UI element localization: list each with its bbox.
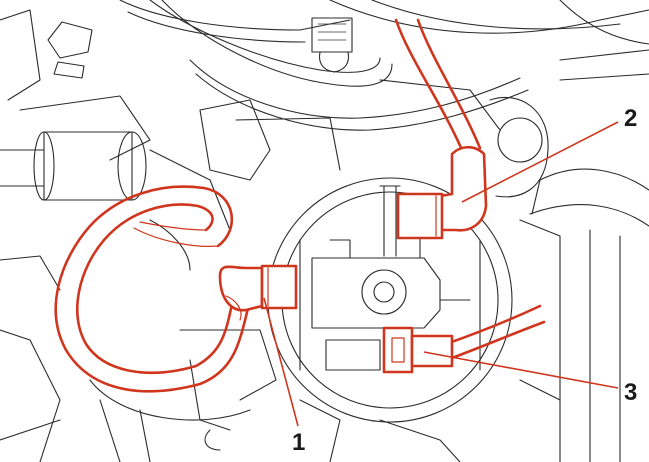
callout-label-2: 2: [624, 105, 637, 132]
leader-lines: [263, 121, 619, 427]
hose-2: [394, 18, 488, 240]
hose-3: [382, 304, 546, 374]
leader-line-2: [461, 121, 619, 203]
callout-label-1: 1: [292, 429, 305, 456]
leader-line-1: [263, 297, 299, 427]
callout-label-3: 3: [624, 379, 637, 406]
hose-1: [54, 185, 298, 393]
leader-line-3: [423, 351, 619, 389]
